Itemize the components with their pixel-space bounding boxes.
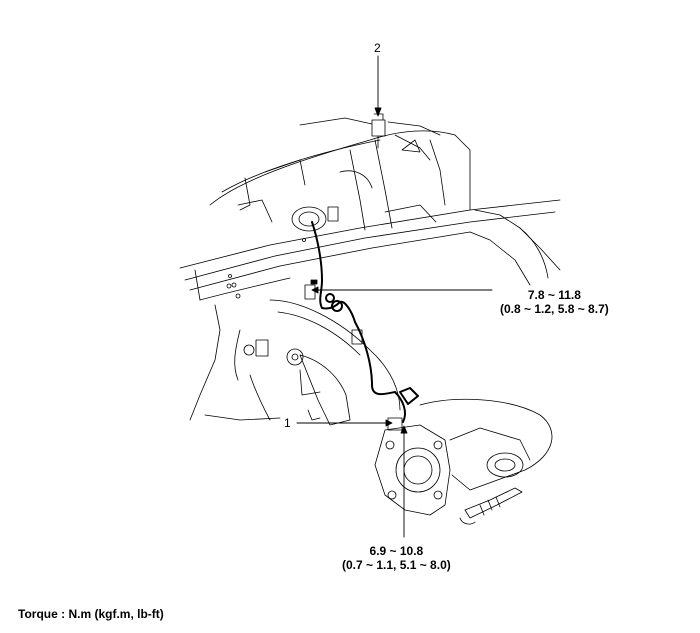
torque-lower-nm: 6.9 ~ 10.8 xyxy=(369,544,424,558)
lower-control-arm xyxy=(419,398,553,525)
rear-axle-trailing-arm xyxy=(226,238,401,426)
torque-spec-upper: 7.8 ~ 11.8 (0.8 ~ 1.2, 5.8 ~ 8.7) xyxy=(500,288,609,316)
torque-spec-lower: 6.9 ~ 10.8 (0.7 ~ 1.1, 5.1 ~ 8.0) xyxy=(342,544,451,572)
torque-upper-nm: 7.8 ~ 11.8 xyxy=(527,288,581,302)
torque-units-note: Torque : N.m (kgf.m, lb-ft) xyxy=(18,607,164,621)
callout-part-2: 2 xyxy=(374,41,381,55)
body-panel-outline xyxy=(179,117,561,421)
leader-lines xyxy=(296,55,493,538)
grommet xyxy=(291,206,327,232)
torque-lower-kgfm-lbft: (0.7 ~ 1.1, 5.1 ~ 8.0) xyxy=(342,558,451,572)
callout-part-1: 1 xyxy=(284,416,291,430)
body-clips xyxy=(255,206,363,357)
rear-knuckle-hub xyxy=(374,417,451,516)
sensor-cable-harness xyxy=(311,221,419,423)
wheel-speed-sensor-connector xyxy=(371,113,386,149)
torque-upper-kgfm-lbft: (0.8 ~ 1.2, 5.8 ~ 8.7) xyxy=(500,302,609,316)
